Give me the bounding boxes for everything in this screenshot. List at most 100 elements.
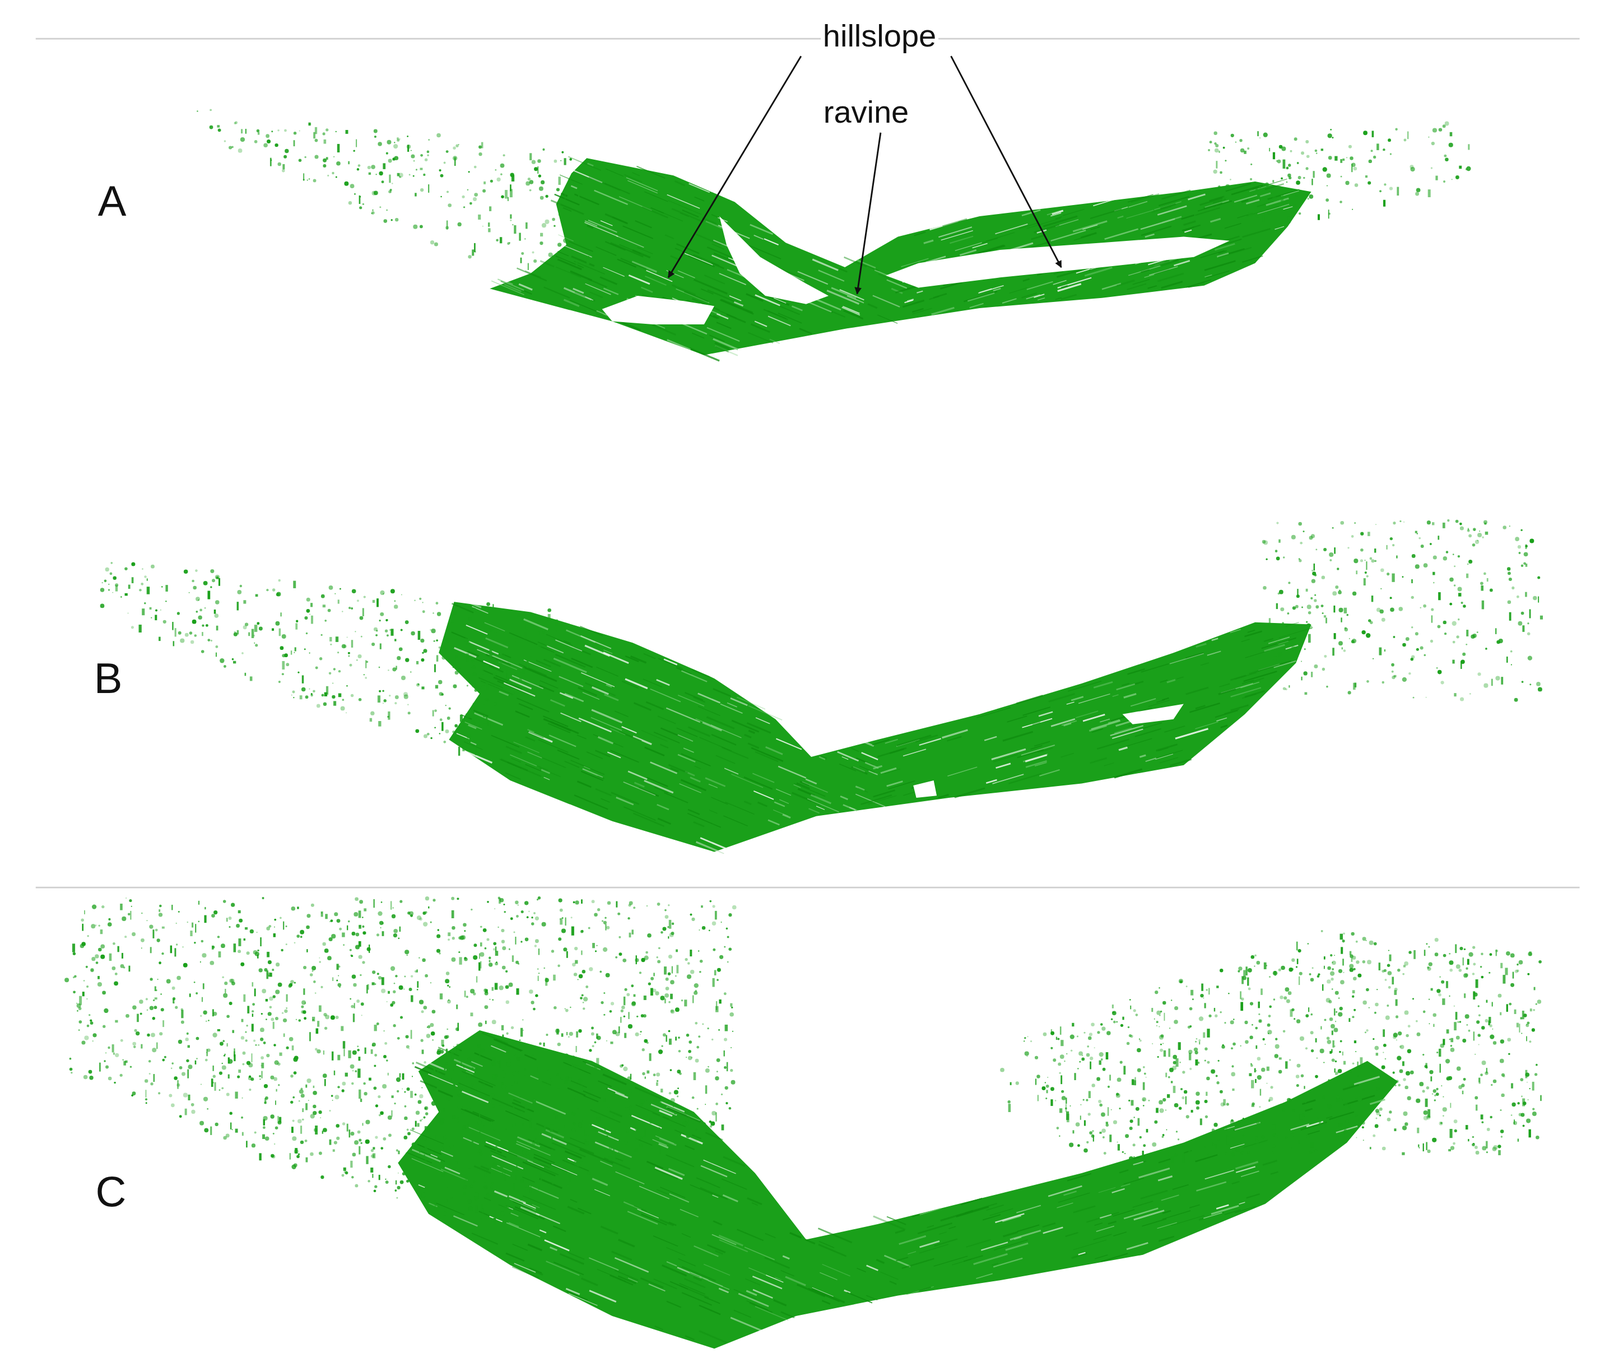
scatter-point xyxy=(100,603,105,609)
scatter-point xyxy=(398,173,404,178)
scatter-point xyxy=(517,614,521,618)
scatter-point xyxy=(370,212,373,215)
scatter-point xyxy=(422,601,424,603)
scatter-point xyxy=(571,250,574,252)
scatter-point xyxy=(104,579,108,583)
scatter-point xyxy=(1321,148,1324,151)
scatter-point xyxy=(131,577,134,584)
scatter-point xyxy=(529,179,534,184)
scatter-point xyxy=(281,634,287,639)
scatter-point xyxy=(1296,161,1300,165)
scatter-point xyxy=(426,150,430,154)
scatter-point xyxy=(322,164,327,168)
scatter-point xyxy=(234,121,238,124)
scatter-point xyxy=(1428,189,1431,198)
scatter-point xyxy=(438,169,441,172)
scatter-point xyxy=(1286,181,1288,183)
scatter-point xyxy=(309,614,311,616)
scatter-point xyxy=(556,187,560,192)
scatter-point xyxy=(270,157,272,167)
scatter-point xyxy=(379,619,381,622)
scatter-point xyxy=(369,718,372,722)
scatter-point xyxy=(1295,180,1301,185)
scatter-point xyxy=(458,143,460,146)
scatter-point xyxy=(387,711,390,720)
scatter-point xyxy=(564,191,566,200)
scatter-point xyxy=(327,174,329,177)
scatter-point xyxy=(468,170,471,173)
scatter-point xyxy=(1294,203,1296,206)
scatter-point xyxy=(339,588,342,590)
scatter-point xyxy=(304,616,308,620)
scatter-point xyxy=(420,638,425,643)
scatter-point xyxy=(501,653,506,657)
scatter-point xyxy=(310,615,314,625)
scatter-point xyxy=(314,127,318,134)
scatter-point xyxy=(434,727,436,729)
scatter-point xyxy=(526,624,528,630)
scatter-point xyxy=(496,177,501,182)
scatter-point xyxy=(238,148,243,153)
scatter-point xyxy=(471,683,476,688)
scatter-point xyxy=(569,157,572,161)
scatter-point xyxy=(540,180,545,185)
scatter-point xyxy=(354,193,356,195)
scatter-point xyxy=(143,575,147,579)
scatter-point xyxy=(1218,150,1220,153)
scatter-point xyxy=(403,694,409,700)
scatter-point xyxy=(522,667,525,674)
scatter-point xyxy=(1295,193,1299,197)
scatter-point xyxy=(446,220,449,230)
scatter-point xyxy=(452,146,456,150)
scatter-point xyxy=(201,649,205,654)
scatter-point xyxy=(465,714,471,719)
scatter-point xyxy=(457,659,461,669)
scatter-point xyxy=(228,145,232,150)
scatter-point xyxy=(354,630,356,632)
scatter-point xyxy=(321,634,323,636)
scatter-point xyxy=(1216,205,1218,208)
scatter-point xyxy=(564,230,568,234)
scatter-point xyxy=(1432,127,1437,133)
scatter-point xyxy=(509,173,514,178)
scatter-point xyxy=(314,138,319,143)
scatter-point xyxy=(201,624,204,627)
scatter-point xyxy=(245,128,247,134)
scatter-point xyxy=(127,612,129,615)
scatter-point xyxy=(1264,182,1269,187)
scatter-point xyxy=(308,652,310,654)
scatter-point xyxy=(1285,199,1288,202)
scatter-point xyxy=(323,139,327,144)
scatter-point xyxy=(506,670,508,679)
scatter-point xyxy=(390,588,395,594)
scatter-point xyxy=(414,192,417,197)
scatter-point xyxy=(110,561,113,565)
scatter-point xyxy=(451,616,455,623)
scatter-point xyxy=(564,157,567,165)
scatter-point xyxy=(405,620,409,625)
scatter-point xyxy=(509,219,512,222)
scatter-point xyxy=(1272,179,1274,183)
scatter-point xyxy=(295,622,298,630)
scatter-point xyxy=(1230,133,1235,138)
scatter-point xyxy=(1239,138,1243,142)
scatter-point xyxy=(508,677,510,679)
scatter-point xyxy=(351,588,357,594)
scatter-point xyxy=(392,667,397,672)
scatter-point xyxy=(423,733,428,738)
scatter-point xyxy=(1430,166,1433,169)
scatter-point xyxy=(492,672,497,676)
scatter-point xyxy=(387,669,390,672)
scatter-point xyxy=(1328,155,1333,160)
scatter-point xyxy=(1396,187,1399,196)
scatter-point xyxy=(338,692,342,697)
scatter-point xyxy=(1331,136,1334,139)
scatter-point xyxy=(1212,169,1217,174)
scatter-point xyxy=(141,568,144,570)
scatter-point xyxy=(536,643,542,649)
scatter-point xyxy=(304,648,306,650)
scatter-point xyxy=(500,194,505,199)
scatter-point xyxy=(1389,186,1393,190)
scatter-point xyxy=(265,133,270,138)
point-cloud-b xyxy=(438,601,1311,852)
